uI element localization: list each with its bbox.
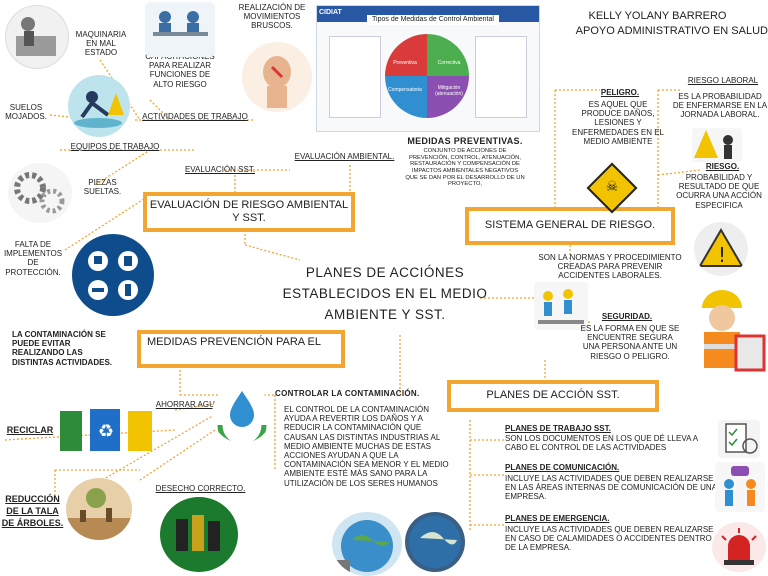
riesgo-title: RIESGO. [705,162,740,171]
polluted-earth-image [332,512,402,576]
medidas-preventivas-text: CONJUNTO DE ACCIONES DE PREVENCIÓN, CONT… [405,148,525,188]
planes-emergencia-text: INCLUYE LAS ACTIVIDADES QUE DEBEN REALIZ… [505,525,714,553]
riesgo-laboral-title: RIESGO LABORAL [687,76,759,85]
deforestation-image [66,478,132,540]
label-suelos-mojados: SUELOS MOJADOS. [5,103,47,122]
central-title: PLANES DE ACCIÓNES ESTABLECIDOS EN EL ME… [282,265,488,322]
worker-sign-image [692,128,742,162]
construction-worker-image [680,282,766,378]
label-evaluacion-ambiental: EVALUACIÓN AMBIENTAL. [294,152,395,161]
quadrant-mitigacion: Mitigación (atenuación) [435,85,463,97]
medidas-preventivas-title: MEDIDAS PREVENTIVAS. [407,136,523,146]
svg-text:♻: ♻ [98,421,114,442]
protection-equipment-image [72,234,154,316]
slip-fall-image [68,75,130,137]
water-recycle-image [212,385,272,443]
infographic-left-panel [329,36,381,118]
label-actividades-trabajo: ACTIVIDADES DE TRABAJO [142,112,248,121]
communication-team-image [715,462,765,512]
training-image [145,2,215,57]
quadrant-compensatoria: Compensatoria [388,87,422,93]
earth-globe-image [405,512,465,572]
svg-text:!: ! [718,243,726,267]
label-falta-implementos: FALTA DE IMPLEMENTOS DE PROTECCIÓN. [3,240,63,277]
box-sistema-general-riesgo: SISTEMA GENERAL DE RIESGO. [465,207,675,245]
infographic-brand: CIDIAT [319,9,342,16]
gears-image [8,163,72,223]
peligro-text: ES AQUEL QUE PRODUCE DAÑOS, LESIONES Y E… [571,100,665,146]
planes-comunicacion-text: INCLUYE LAS ACTIVIDADES QUE DEBEN REALIZ… [505,474,717,502]
seguridad-title: SEGURIDAD. [601,312,653,321]
label-equipos-trabajo: EQUIPOS DE TRABAJO [70,142,160,151]
box-planes-accion: PLANES DE ACCIÓN SST. [447,380,659,412]
label-piezas-sueltas: PIEZAS SUELTAS. [83,178,122,197]
planes-trabajo-title: PLANES DE TRABAJO SST. [505,424,611,433]
box-evaluacion-riesgo: EVALUACIÓN DE RIESGO AMBIENTAL Y SST. [143,192,355,232]
normas-text: SON LA NORMAS Y PROCEDIMIENTO CREADAS PA… [538,253,682,281]
contaminacion-text: LA CONTAMINACIÓN SE PUEDE EVITAR REALIZA… [12,330,113,367]
label-evaluacion-sst: EVALUACIÓN SST. [184,165,256,174]
author-name: KELLY YOLANY BARRERO [588,10,727,22]
controlar-contaminacion-text: EL CONTROL DE LA CONTAMINACIÓN AYUDA A R… [284,405,449,488]
control-measures-infographic: CIDIAT Tipos de Medidas de Control Ambie… [316,5,540,132]
box-medidas-prevencion: MEDIDAS PREVENCIÓN PARA EL [137,330,345,368]
controlar-contaminacion-title: CONTROLAR LA CONTAMINACIÓN. [275,389,420,398]
safety-workers-image [534,282,588,330]
machine-worker-image [5,5,69,69]
quadrant-preventiva: Preventiva [393,60,417,66]
reduccion-tala-label: REDUCCIÓN DE LA TALA DE ÁRBOLES. [1,494,64,529]
peligro-title: PELIGRO. [600,88,640,97]
riesgo-laboral-text: ES LA PROBABILIDAD DE ENFERMARSE EN LA J… [672,92,768,120]
label-capacitaciones: CAPACITACIONES PARA REALIZAR FUNCIONES D… [145,52,215,89]
riesgo-text: PROBABILIDAD Y RESULTADO DE QUE OCURRA U… [676,173,762,210]
planes-comunicacion-title: PLANES DE COMUNICACIÓN. [505,463,620,472]
warning-sign-image: ! [694,222,748,276]
author-role: APOYO ADMINISTRATIVO EN SALUD [575,25,768,37]
reciclar-label: RECICLAR [6,425,54,435]
label-maquinaria: MAQUINARIA EN MAL ESTADO [75,30,127,58]
desecho-correcto-label: DESECHO CORRECTO. [155,484,246,493]
planes-trabajo-text: SON LOS DOCUMENTOS EN LOS QUE DÉ LLEVA A… [505,434,698,453]
ahorrar-agua-label: AHORRAR AGUA [155,400,221,409]
skull-icon: ☠ [605,178,619,194]
planes-emergencia-title: PLANES DE EMERGENCIA. [505,514,610,523]
infographic-title: Tipos de Medidas de Control Ambiental [367,15,499,26]
back-pain-image [242,42,312,112]
recycling-bins-image: ♻ [58,405,156,455]
seguridad-text: ES LA FORMA EN QUE SE ENCUENTRE SEGURA U… [580,324,680,361]
quadrant-correctiva: Correctiva [437,60,461,66]
batteries-image [160,497,238,572]
checklist-image [718,420,760,458]
emergency-siren-icon [712,522,766,572]
infographic-right-panel [475,36,527,118]
label-movimientos-bruscos: REALIZACIÓN DE MOVIMIENTOS BRUSCOS. [238,3,306,31]
